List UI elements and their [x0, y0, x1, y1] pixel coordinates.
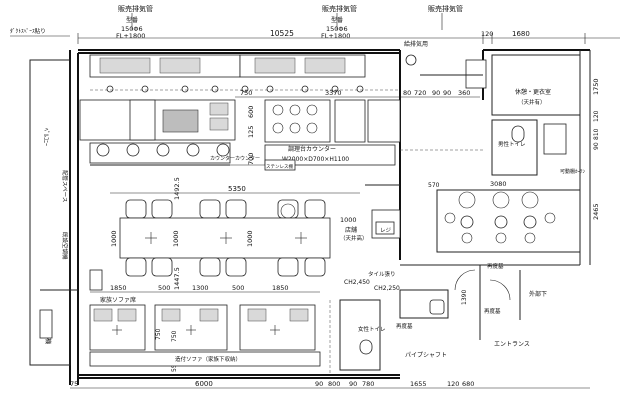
dim-right-90: 90: [593, 142, 600, 150]
dim-bottom-780: 780: [362, 380, 374, 388]
exhaust-label-2: 販売排気管: [322, 4, 357, 13]
dim-kitchen-750: 750: [240, 89, 252, 97]
dim-kitchen-90b: 90: [443, 89, 451, 97]
dim-bottom-6000: 6000: [195, 380, 213, 388]
dim-bottom-120: 120: [447, 380, 459, 388]
dim-dining-1000b: 1000: [172, 230, 180, 247]
pipe-space-label: 配管スペース: [61, 170, 69, 202]
fan-1-size: 150Φ6: [121, 25, 143, 33]
register-label: レジ: [380, 228, 392, 234]
table-marks: [145, 232, 307, 244]
fan-1-model: 型番: [126, 16, 138, 24]
dim-bottom-1300: 1300: [192, 284, 209, 292]
kitchen-area: 750 3370 80 720 90 90 360 700 125 600 調理…: [79, 54, 480, 171]
dim-kitchen-3370: 3370: [325, 89, 342, 97]
pipe-shaft-label: パイプシャフト: [405, 352, 447, 359]
tile-label: タイル張り: [368, 270, 396, 278]
right-rooms: 休憩・更衣室 （天井有） 1750 120 810 90 2465 男性トイレ …: [339, 54, 600, 371]
left-duct-note: ﾀﾞｸﾄｽﾍﾟｰｽ貼り: [10, 27, 46, 35]
left-side: ﾍﾟﾙｺﾆｰ 配管スペース AC室外機 既設空調機: [39, 128, 103, 344]
dim-bottom-90b: 90: [349, 380, 357, 388]
dim-kitchen-720: 720: [414, 89, 426, 97]
shelf-label: ステンレス棚: [266, 163, 293, 170]
table-label: 店舗: [345, 226, 357, 234]
dim-dining-1000c: 1000: [246, 230, 254, 247]
worktable-label: 調理台カウンター: [288, 145, 336, 153]
dim-right-810: 810: [593, 128, 600, 140]
dim-kitchen-90a: 90: [432, 89, 440, 97]
counter-label: カウンター: [210, 155, 235, 162]
exit-label: 外部下: [529, 290, 547, 298]
dim-bottom-500: 500: [158, 284, 170, 292]
top-chairs: [125, 199, 326, 219]
dim-dining-5350: 5350: [228, 185, 246, 193]
dim-right-120: 120: [593, 110, 600, 122]
dim-dining-1447: 1447.5: [173, 267, 181, 290]
bottom-chairs: [125, 257, 326, 277]
dim-bottom-75: 75: [70, 380, 78, 388]
dim-kitchen-125: 125: [247, 126, 255, 138]
dim-top-120: 120: [481, 30, 493, 38]
dim-bottom-90a: 90: [315, 380, 323, 388]
dim-bottom-1850a: 1850: [110, 284, 127, 292]
balcony-label: ﾍﾟﾙｺﾆｰ: [42, 128, 49, 146]
top-annotations: 販売排気管 型番 150Φ6 FL+1800 販売排気管 型番 150Φ6 FL…: [10, 4, 620, 66]
dim-dining-1000a: 1000: [110, 230, 118, 247]
locker-room-sub: （天井有）: [518, 98, 546, 106]
dim-right-1750: 1750: [592, 78, 600, 95]
family-sofa-label: 家族ソファ席: [100, 296, 136, 304]
dim-bottom-800: 800: [328, 380, 340, 388]
dim-right-1390: 1390: [461, 290, 468, 305]
womens-toilet-label: 女性トイレ: [358, 325, 386, 333]
fan-2-size: 150Φ6: [326, 25, 348, 33]
hidden-lines: [90, 89, 483, 375]
dim-bottom-500b: 500: [232, 284, 244, 292]
reception-label: 再度基: [487, 262, 504, 270]
restroom-label: 再度基: [396, 322, 413, 330]
air-supply-label: 給排気用: [404, 40, 428, 48]
dim-kitchen-600: 600: [247, 106, 255, 118]
lounge-tables: [444, 191, 556, 244]
built-in-sofa-label: 造付ソファ（家族下収納）: [175, 355, 241, 363]
exhaust-label-3: 販売排気管: [428, 4, 463, 13]
sofa-cross-marks: [112, 325, 280, 335]
dim-kitchen-700: 700: [247, 153, 255, 165]
existing-ac-label: 既設空調機: [61, 232, 69, 260]
dim-bottom-1850b: 1850: [272, 284, 289, 292]
dim-right-3080: 3080: [490, 180, 507, 188]
burners: [272, 104, 318, 134]
dim-right-570: 570: [428, 182, 440, 189]
dim-bottom-750: 750: [155, 328, 162, 340]
fan-1-fl: FL+1800: [116, 32, 145, 40]
dim-dining-1000d: 1000: [340, 216, 357, 224]
dim-kitchen-80: 80: [403, 89, 411, 97]
locker-room-label: 休憩・更衣室: [515, 88, 551, 96]
ceiling-height: CH2,450: [344, 279, 370, 286]
dim-top-1680: 1680: [512, 30, 530, 38]
counter-label-2: カウンター: [235, 155, 260, 162]
fan-2-model: 型番: [331, 16, 343, 24]
dim-right-2465: 2465: [592, 203, 600, 220]
ceiling-height-2: CH2,250: [374, 285, 400, 292]
dim-bottom-1655: 1655: [410, 380, 427, 388]
dim-bottom-750b: 750: [171, 330, 178, 342]
dim-bottom-680: 680: [462, 380, 474, 388]
table-sub-label: （天井高）: [340, 234, 368, 242]
vent-label: 可動棚ｶｰﾃﾝ: [560, 168, 586, 175]
exhaust-label-1: 販売排気管: [118, 4, 153, 13]
fan-2-fl: FL+1800: [321, 32, 350, 40]
sofa-area: 1850 500 1300 500 1850 家族ソファ席 750 5500 7…: [70, 284, 590, 389]
mens-toilet-label: 男性トイレ: [498, 140, 526, 148]
corridor-note: 再度基: [484, 307, 501, 315]
dim-kitchen-360: 360: [458, 89, 470, 97]
dim-top-total: 10525: [270, 29, 294, 38]
worktable-size: W2000×D700×H1100: [282, 156, 349, 163]
dining-area: 5350 1492.5 1000 1000 1000 1000: [110, 177, 401, 290]
entrance-label: エントランス: [494, 341, 530, 348]
dim-dining-1492: 1492.5: [173, 177, 181, 200]
